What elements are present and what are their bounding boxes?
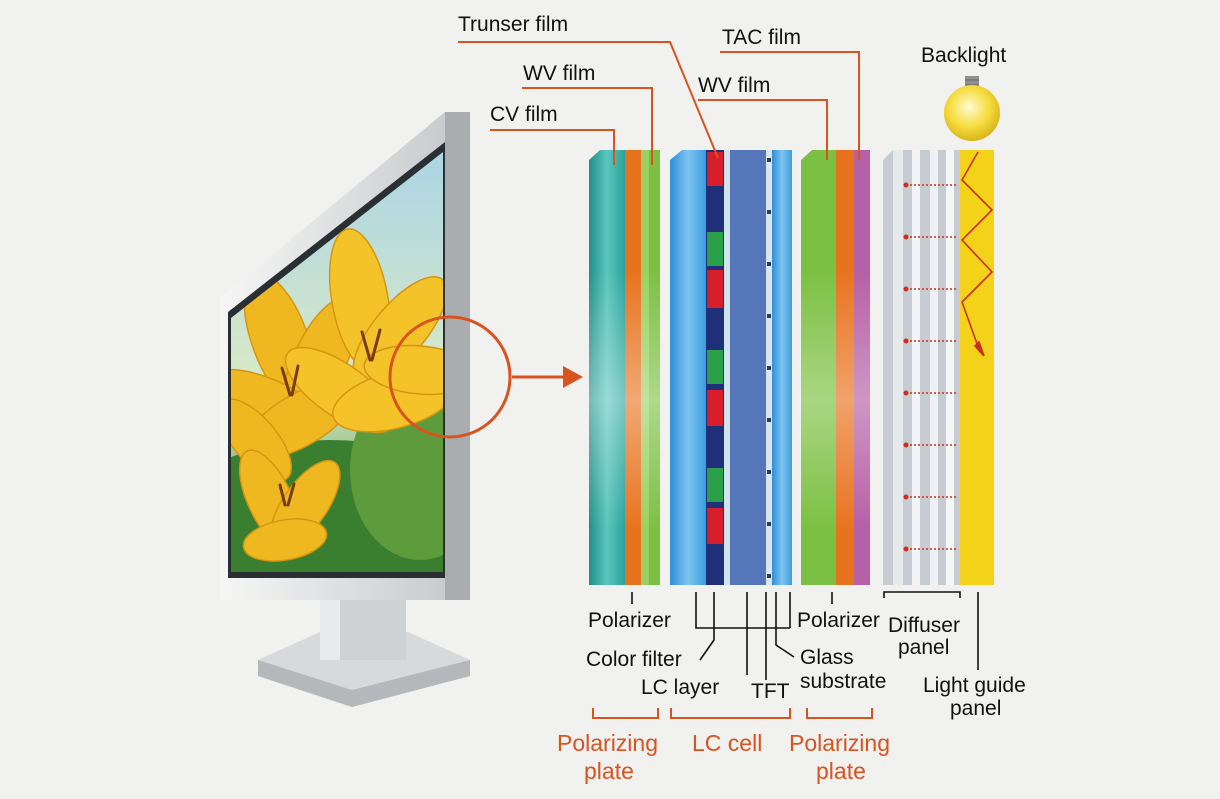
label-cv-film: CV film: [490, 103, 558, 126]
label-glass-line1: Glass: [800, 646, 854, 669]
light-bulb-icon: [944, 76, 1000, 141]
label-wv-film-left: WV film: [523, 62, 595, 85]
light-path: [906, 151, 994, 550]
group-polarizing-plate-left-line1: Polarizing: [557, 730, 658, 756]
color-filter-cells: [707, 152, 723, 544]
label-diffuser-line1: Diffuser: [888, 614, 960, 637]
group-polarizing-plate-right-line1: Polarizing: [789, 730, 890, 756]
label-polarizer-right: Polarizer: [797, 609, 880, 632]
group-polarizing-plate-left-line2: plate: [584, 758, 634, 784]
label-light-guide-line2: panel: [950, 697, 1001, 720]
arrow-right-icon: [512, 366, 583, 388]
magnifier-circle-icon: [388, 315, 512, 439]
label-trunser-film: Trunser film: [458, 13, 568, 36]
label-glass-line2: substrate: [800, 670, 886, 693]
label-tac-film: TAC film: [722, 26, 801, 49]
label-wv-film-right: WV film: [698, 74, 770, 97]
monitor-icon: [220, 112, 512, 707]
label-lc-layer: LC layer: [641, 676, 719, 699]
top-leader-lines: [458, 41, 860, 165]
label-diffuser-line2: panel: [898, 636, 949, 659]
light-guide-panel: [960, 150, 994, 585]
group-polarizing-plate-right-line2: plate: [816, 758, 866, 784]
label-polarizer-left: Polarizer: [588, 609, 671, 632]
lc-cell: [670, 150, 792, 585]
label-color-filter: Color filter: [586, 648, 682, 671]
group-lc-cell: LC cell: [692, 730, 762, 756]
right-polarizing-plate: [801, 150, 870, 585]
label-backlight: Backlight: [921, 44, 1006, 67]
bottom-leader-lines: [631, 591, 979, 680]
left-polarizing-plate: [589, 150, 660, 585]
label-light-guide-line1: Light guide: [923, 674, 1026, 697]
label-tft: TFT: [751, 680, 790, 703]
diffuser-panel: [883, 150, 960, 585]
group-brackets: [592, 708, 873, 719]
